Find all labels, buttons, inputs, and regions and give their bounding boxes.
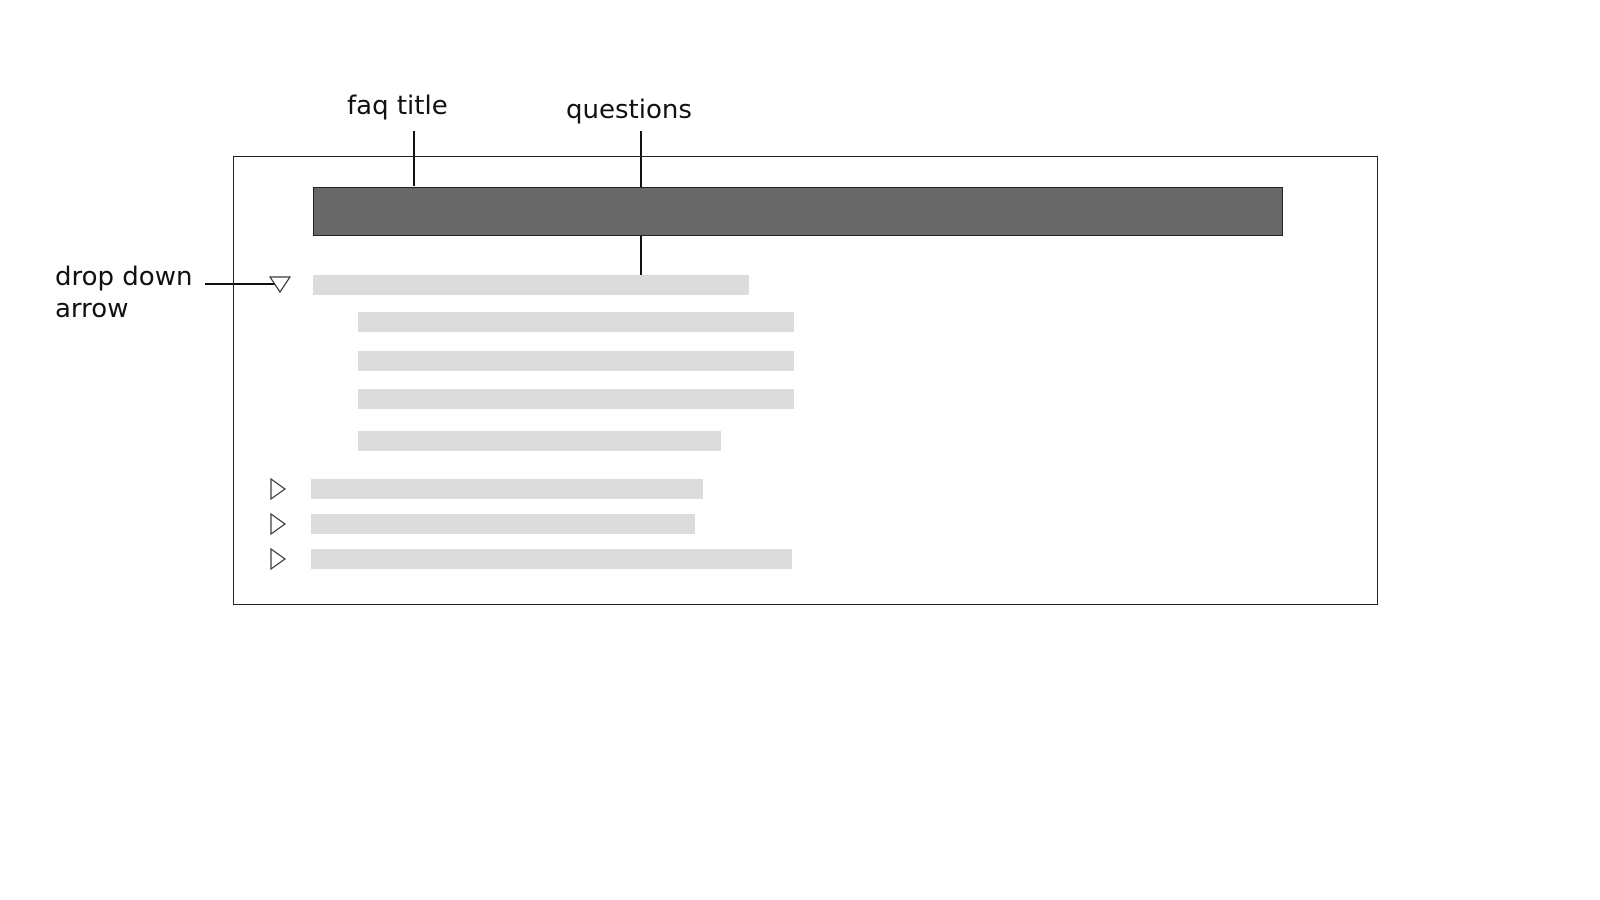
annotation-faq-title: faq title bbox=[347, 91, 448, 121]
answer-line bbox=[358, 351, 794, 371]
question-placeholder-expanded[interactable] bbox=[313, 275, 749, 295]
question-placeholder-collapsed[interactable] bbox=[311, 479, 703, 499]
leader-line-drop-down-arrow bbox=[205, 283, 275, 285]
triangle-right-icon[interactable] bbox=[265, 547, 289, 571]
answer-line bbox=[358, 431, 721, 451]
answer-line bbox=[358, 389, 794, 409]
question-placeholder-collapsed[interactable] bbox=[311, 514, 695, 534]
faq-title-bar bbox=[313, 187, 1283, 236]
answer-line bbox=[358, 312, 794, 332]
leader-line-faq-title bbox=[413, 131, 415, 186]
annotation-questions: questions bbox=[566, 95, 692, 125]
question-placeholder-collapsed[interactable] bbox=[311, 549, 792, 569]
triangle-right-icon[interactable] bbox=[265, 477, 289, 501]
triangle-right-icon[interactable] bbox=[265, 512, 289, 536]
faq-wireframe-frame bbox=[233, 156, 1378, 605]
triangle-down-icon[interactable] bbox=[268, 273, 292, 297]
annotation-drop-down-arrow: drop down arrow bbox=[55, 262, 193, 324]
